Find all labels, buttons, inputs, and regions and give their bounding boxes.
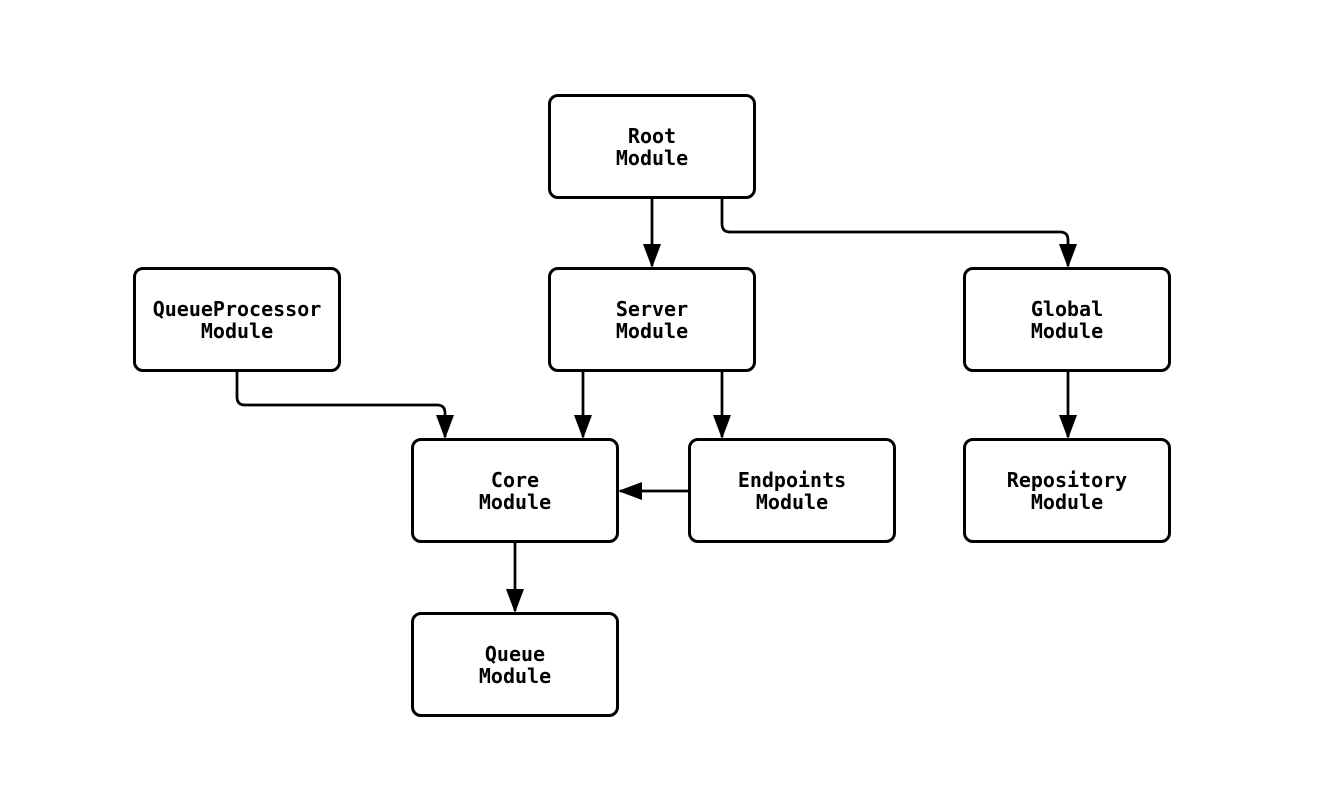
node-global-module: Global Module: [963, 267, 1171, 372]
node-label-line: Module: [615, 318, 689, 343]
node-label-line: Server: [615, 296, 689, 321]
node-label-line: Module: [1030, 318, 1104, 343]
node-endpoints-module: Endpoints Module: [688, 438, 896, 543]
node-queue-module: Queue Module: [411, 612, 619, 717]
node-label-line: Global: [1030, 296, 1104, 321]
node-label-line: Module: [755, 489, 829, 514]
node-label-line: Module: [615, 145, 689, 170]
node-label-line: Endpoints: [737, 467, 847, 492]
node-core-module: Core Module: [411, 438, 619, 543]
node-label-line: Module: [478, 489, 552, 514]
node-label-line: QueueProcessor: [152, 296, 322, 321]
node-label-line: Module: [1030, 489, 1104, 514]
node-repository-module: Repository Module: [963, 438, 1171, 543]
edge-queueprocessor-to-core: [235, 372, 454, 439]
node-label-line: Core: [490, 467, 540, 492]
node-label-line: Root: [627, 123, 677, 148]
edge-root-to-global: [720, 199, 1077, 268]
node-server-module: Server Module: [548, 267, 756, 372]
node-label-line: Module: [200, 318, 274, 343]
node-label-line: Queue: [484, 641, 546, 666]
node-root-module: Root Module: [548, 94, 756, 199]
node-label-line: Module: [478, 663, 552, 688]
node-queueprocessor-module: QueueProcessor Module: [133, 267, 341, 372]
node-label-line: Repository: [1006, 467, 1128, 492]
